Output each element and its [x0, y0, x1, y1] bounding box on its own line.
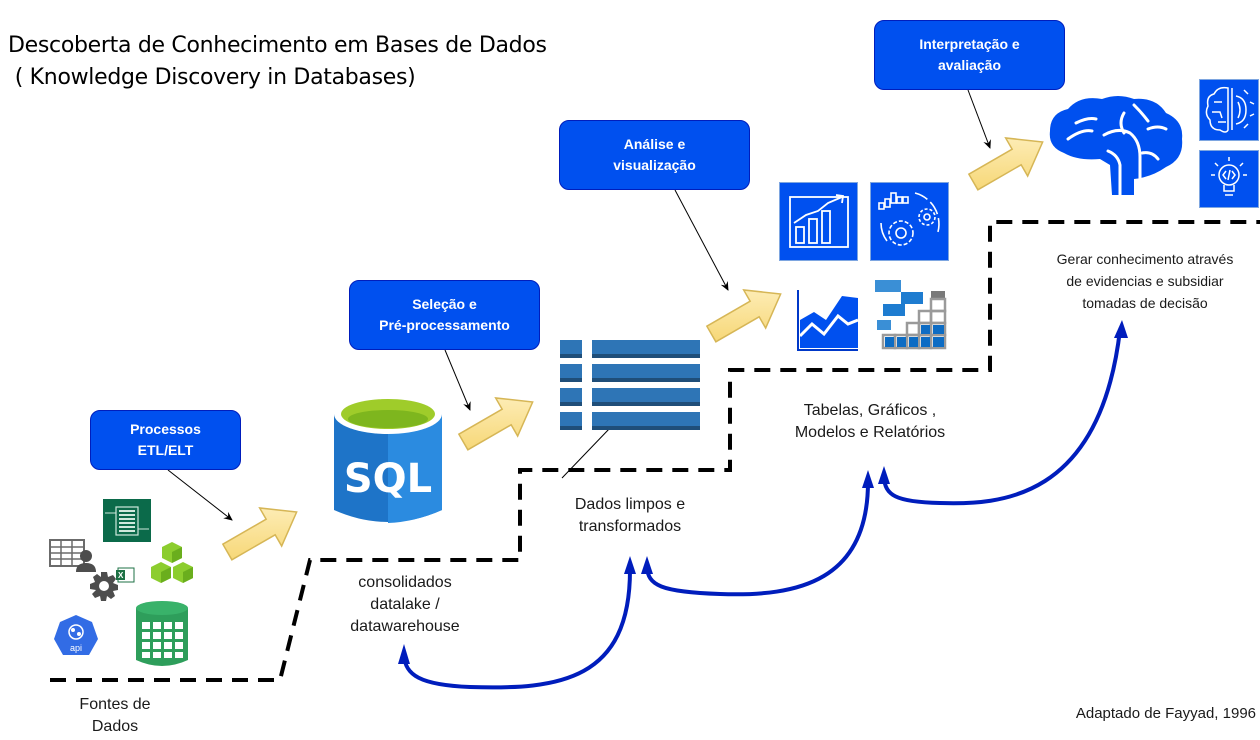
title-line-2: ( Knowledge Discovery in Databases) — [8, 65, 416, 90]
stage-box-selecao: Seleção e Pré-processamento — [349, 280, 540, 350]
feedback-arrowhead-2a — [641, 556, 653, 574]
excel-workbook-icon — [103, 499, 151, 542]
stage-selecao-line2: Pré-processamento — [379, 317, 510, 333]
step-consolidados-line1: consolidados — [358, 574, 452, 591]
feedback-arrowhead-3b — [1114, 320, 1128, 338]
sql-database-icon: SQL — [334, 394, 442, 523]
step-label-fontes: Fontes de Dados — [60, 694, 170, 738]
diagram-title: Descoberta de Conhecimento em Bases de D… — [8, 30, 547, 94]
step-arrow-2 — [457, 397, 534, 451]
step-tabelas-line2: Modelos e Relatórios — [794, 424, 946, 441]
bar-chart-growth-icon — [779, 182, 858, 261]
pointer-analise — [674, 189, 729, 291]
step-consolidados-line3: datawarehouse — [350, 618, 460, 635]
feedback-arrowhead-1a — [398, 644, 410, 664]
api-icon: api — [54, 615, 98, 655]
step-conhecimento-line1: Gerar conhecimento através — [1056, 251, 1234, 267]
pointer-etl — [167, 469, 233, 521]
step-label-dados-limpos: Dados limpos e transformados — [550, 494, 710, 538]
step-fontes-line1: Fontes de — [79, 696, 151, 713]
feedback-arrowhead-1b — [624, 556, 636, 574]
step-conhecimento-line3: tomadas de decisão — [1082, 295, 1208, 311]
stage-selecao-line1: Seleção e — [412, 296, 477, 312]
data-list-icon — [560, 340, 700, 430]
stage-interpretacao-line2: avaliação — [937, 57, 1002, 73]
step-arrow-4 — [967, 137, 1044, 191]
feedback-arrowhead-2b — [862, 470, 874, 488]
feedback-arrow-2 — [645, 481, 870, 597]
ai-brain-gear-icon — [1199, 79, 1259, 141]
brain-icon — [1049, 96, 1183, 195]
feedback-arrowhead-3a — [878, 466, 890, 484]
credit-text: Adaptado de Fayyad, 1996 — [1075, 705, 1256, 722]
area-chart-icon — [797, 290, 859, 351]
step-tabelas-line1: Tabelas, Gráficos , — [803, 402, 937, 419]
pointer-dados-limpos — [561, 427, 611, 479]
step-label-consolidados: consolidados datalake / datawarehouse — [325, 572, 485, 638]
pointer-selecao — [444, 349, 471, 411]
stage-etl-line2: ETL/ELT — [137, 442, 194, 458]
title-line-1: Descoberta de Conhecimento em Bases de D… — [8, 33, 547, 58]
step-dados-limpos-line2: transformados — [578, 518, 682, 535]
feedback-arrow-3 — [882, 329, 1122, 506]
stage-interpretacao-line1: Interpretação e — [919, 36, 1020, 52]
sql-label: SQL — [344, 456, 432, 502]
idea-code-bulb-icon — [1199, 150, 1259, 208]
excel-letter: X — [118, 571, 124, 580]
pointer-interpretacao — [967, 89, 991, 149]
feedback-arrow-1 — [402, 569, 632, 690]
staircase-step-1 — [50, 220, 1260, 682]
stage-etl-line1: Processos — [130, 421, 201, 437]
stage-box-interpretacao: Interpretação e avaliação — [874, 20, 1065, 90]
stage-box-analise: Análise e visualização — [559, 120, 750, 190]
step-fontes-line2: Dados — [91, 718, 139, 735]
table-user-icon — [49, 539, 96, 572]
api-label: api — [70, 643, 82, 653]
step-dados-limpos-line1: Dados limpos e — [574, 496, 686, 513]
step-arrow-3 — [705, 289, 782, 343]
stage-analise-line2: visualização — [613, 157, 696, 173]
database-table-icon — [136, 601, 188, 666]
cubes-icon — [151, 542, 193, 583]
step-arrow-1 — [221, 507, 298, 561]
gantt-staircase-icon — [875, 280, 947, 350]
step-label-tabelas: Tabelas, Gráficos , Modelos e Relatórios — [770, 400, 970, 444]
step-consolidados-line2: datalake / — [370, 596, 440, 613]
process-gears-icon — [870, 182, 949, 261]
stage-analise-line1: Análise e — [623, 136, 686, 152]
gear-excel-icon: X — [90, 567, 135, 601]
step-label-conhecimento: Gerar conhecimento através de evidencias… — [1030, 248, 1260, 314]
step-conhecimento-line2: de evidencias e subsidiar — [1066, 273, 1224, 289]
